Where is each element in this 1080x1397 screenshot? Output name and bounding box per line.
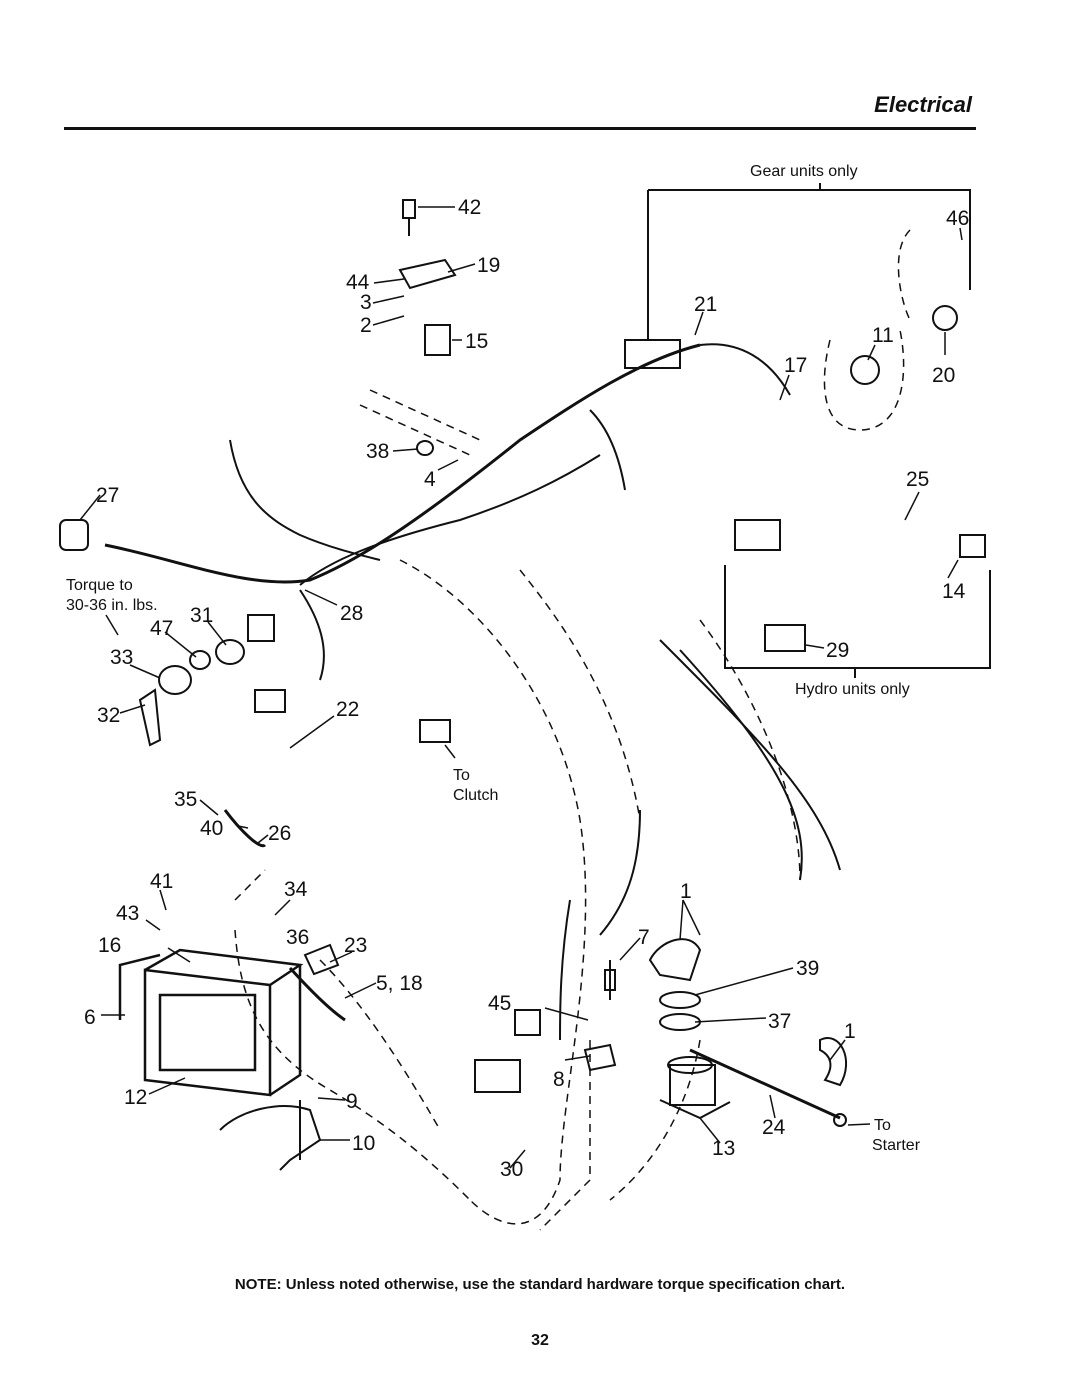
callout-19: 19 bbox=[477, 254, 500, 277]
callout-35: 35 bbox=[174, 788, 197, 811]
callout-30: 30 bbox=[500, 1158, 523, 1181]
gear-inset-frame bbox=[647, 189, 971, 340]
callout-32: 32 bbox=[97, 704, 120, 727]
grommet-11 bbox=[850, 355, 880, 385]
callout-14: 14 bbox=[942, 580, 966, 603]
to-starter-line1: To bbox=[874, 1117, 891, 1134]
torque-note: NOTE: Unless noted otherwise, use the st… bbox=[234, 1276, 846, 1293]
fuse-holder-8 bbox=[583, 1043, 617, 1072]
to-clutch-line2: Clutch bbox=[453, 787, 498, 804]
callout-42: 42 bbox=[458, 196, 481, 219]
callout-3: 3 bbox=[360, 291, 372, 314]
callout-26: 26 bbox=[268, 822, 291, 845]
callout-20: 20 bbox=[932, 364, 955, 387]
torque-label-line1: Torque to bbox=[66, 577, 133, 594]
callout-8: 8 bbox=[553, 1068, 565, 1091]
callout-6: 6 bbox=[84, 1006, 96, 1029]
callout-10: 10 bbox=[352, 1132, 375, 1155]
to-starter-line2: Starter bbox=[872, 1137, 921, 1154]
battery bbox=[118, 948, 304, 1097]
battery-hold-down bbox=[219, 1100, 322, 1171]
connector-14 bbox=[959, 534, 986, 558]
callout-15: 15 bbox=[465, 330, 488, 353]
callout-4: 4 bbox=[424, 468, 436, 491]
page-number: 32 bbox=[531, 1332, 549, 1349]
callout-2: 2 bbox=[360, 314, 372, 337]
callout-25: 25 bbox=[906, 468, 929, 491]
fuse-7 bbox=[604, 960, 616, 1000]
connector-15 bbox=[424, 324, 451, 356]
connector-29 bbox=[764, 624, 806, 652]
bracket-19 bbox=[398, 258, 457, 290]
callout-46: 46 bbox=[946, 207, 969, 230]
switch-31 bbox=[215, 639, 245, 665]
bolt-42 bbox=[402, 199, 416, 236]
main-harness bbox=[104, 343, 791, 681]
torque-label-line2: 30-36 in. lbs. bbox=[66, 597, 158, 614]
key-32 bbox=[138, 688, 162, 747]
callout-33: 33 bbox=[110, 646, 133, 669]
callout-34: 34 bbox=[284, 878, 308, 901]
callout-31: 31 bbox=[190, 604, 213, 627]
callout-7: 7 bbox=[638, 926, 650, 949]
callout-28: 28 bbox=[340, 602, 363, 625]
callout-1a: 1 bbox=[680, 880, 692, 903]
callout-43: 43 bbox=[116, 902, 139, 925]
starter-solenoid bbox=[659, 1056, 731, 1120]
callout-21: 21 bbox=[694, 293, 717, 316]
callout-17: 17 bbox=[784, 354, 807, 377]
connector-21 bbox=[624, 339, 681, 369]
connector-clutch bbox=[419, 719, 451, 743]
washer-47 bbox=[189, 650, 211, 670]
gear-units-label: Gear units only bbox=[750, 163, 858, 180]
connector-45 bbox=[514, 1009, 541, 1036]
connector-25 bbox=[734, 519, 781, 551]
header-rule bbox=[64, 127, 976, 130]
callout-22: 22 bbox=[336, 698, 359, 721]
callout-5-18: 5, 18 bbox=[376, 972, 423, 995]
callout-36: 36 bbox=[286, 926, 309, 949]
to-clutch-line1: To bbox=[453, 767, 470, 784]
callout-44: 44 bbox=[346, 271, 370, 294]
callout-29: 29 bbox=[826, 639, 849, 662]
connector-27 bbox=[59, 519, 89, 551]
boot-1a bbox=[648, 938, 702, 982]
callout-11: 11 bbox=[872, 324, 894, 347]
callout-24: 24 bbox=[762, 1116, 786, 1139]
nut-33 bbox=[158, 665, 192, 695]
cable-5-18 bbox=[288, 966, 346, 1022]
switch-20 bbox=[932, 305, 958, 331]
washer-39 bbox=[659, 991, 701, 1009]
hydro-units-label: Hydro units only bbox=[795, 681, 910, 698]
callout-27: 27 bbox=[96, 484, 119, 507]
callout-1b: 1 bbox=[844, 1020, 856, 1043]
callout-45: 45 bbox=[488, 992, 511, 1015]
callout-23: 23 bbox=[344, 934, 367, 957]
connector-22 bbox=[254, 689, 286, 713]
leader-lines bbox=[79, 206, 963, 1169]
section-title: Electrical bbox=[874, 92, 972, 117]
hydro-inset-frame bbox=[724, 565, 991, 669]
routing-lines bbox=[234, 229, 911, 1231]
battery-cables bbox=[559, 639, 841, 1041]
cable-26 bbox=[223, 809, 267, 848]
callout-47: 47 bbox=[150, 617, 173, 640]
relay-28 bbox=[247, 614, 275, 642]
callout-41: 41 bbox=[150, 870, 173, 893]
nut-38 bbox=[416, 440, 434, 456]
callout-13: 13 bbox=[712, 1137, 735, 1160]
washer-37 bbox=[659, 1013, 701, 1031]
callout-40: 40 bbox=[200, 817, 223, 840]
callout-12: 12 bbox=[124, 1086, 147, 1109]
terminal-23 bbox=[303, 943, 340, 976]
callout-37: 37 bbox=[768, 1010, 791, 1033]
callout-38: 38 bbox=[366, 440, 389, 463]
callout-39: 39 bbox=[796, 957, 819, 980]
connector-30 bbox=[474, 1059, 521, 1093]
boot-1b bbox=[819, 1037, 848, 1087]
callout-9: 9 bbox=[346, 1090, 358, 1113]
callout-16: 16 bbox=[98, 934, 121, 957]
starter-cable bbox=[689, 1048, 841, 1120]
